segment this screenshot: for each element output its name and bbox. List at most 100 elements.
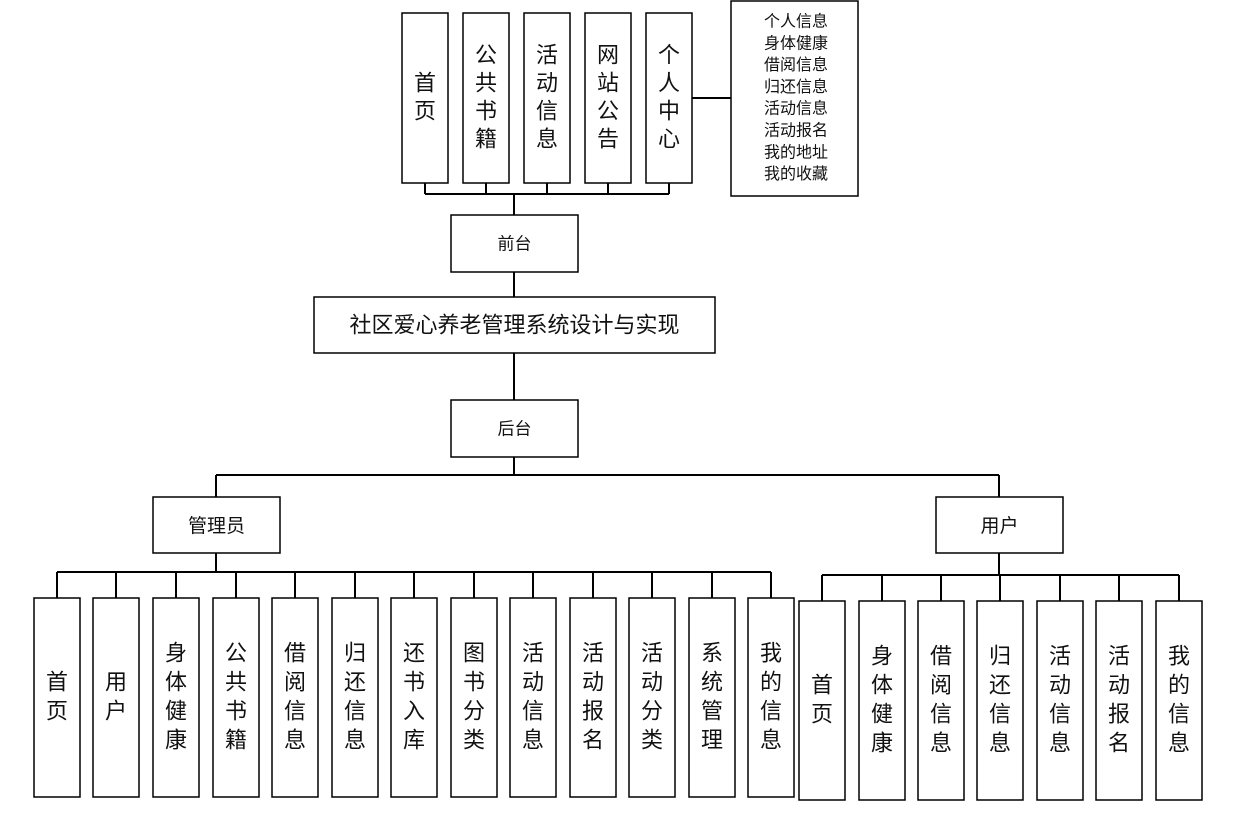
admin-node-label: 管理员 (188, 515, 245, 537)
admin-item-9-char: 动 (582, 671, 604, 696)
admin-item-9-char: 报 (582, 700, 604, 725)
user-item-4-char: 信 (1049, 703, 1071, 728)
admin-item-4-box (271, 597, 319, 798)
admin-item-12-char: 息 (760, 729, 782, 754)
admin-item-7-char: 分 (463, 700, 485, 725)
admin-item-8-char: 动 (522, 671, 544, 696)
admin-item-6-char: 书 (403, 671, 425, 696)
admin-item-8-box (509, 597, 557, 798)
frontend-item-4-char: 心 (658, 128, 680, 153)
frontend-item-4-box (645, 12, 693, 184)
admin-item-7-box (450, 597, 498, 798)
admin-item-3-char: 公 (225, 642, 247, 667)
admin-item-11-box (688, 597, 736, 798)
frontend-item-0-box (401, 12, 449, 184)
admin-item-2: 身体健康 (152, 597, 200, 798)
admin-item-7-char: 书 (463, 671, 485, 696)
frontend-item-0: 首页 (401, 12, 449, 184)
user-item-1: 身体健康 (858, 600, 906, 801)
user-item-6-char: 我 (1168, 645, 1190, 670)
admin-item-11-char: 理 (701, 729, 723, 754)
admin-item-10-char: 类 (641, 729, 663, 754)
user-item-5-char: 报 (1108, 703, 1130, 728)
frontend-item-1-box (462, 12, 510, 184)
admin-item-5-char: 信 (344, 700, 366, 725)
user-item-1-box (858, 600, 906, 801)
admin-item-2-box (152, 597, 200, 798)
user-item-0-char: 页 (811, 703, 833, 728)
user-item-3-char: 信 (989, 703, 1011, 728)
admin-item-7-char: 图 (463, 642, 485, 667)
admin-item-4: 借阅信息 (271, 597, 319, 798)
admin-item-6-char: 入 (403, 700, 425, 725)
admin-item-10-char: 动 (641, 671, 663, 696)
admin-item-6-char: 还 (403, 642, 425, 667)
user-item-5-box (1095, 600, 1143, 801)
admin-item-3-box (212, 597, 260, 798)
user-item-1-char: 身 (871, 645, 893, 670)
backend-node-label: 后台 (498, 420, 532, 440)
root-node-box (313, 296, 716, 354)
admin-item-7-char: 类 (463, 729, 485, 754)
personal-center-list-item: 归还信息 (764, 77, 828, 96)
user-item-0-char: 首 (811, 674, 833, 699)
personal-center-list-item: 我的收藏 (764, 164, 828, 183)
frontend-item-4-char: 人 (658, 72, 680, 97)
admin-item-2-char: 身 (165, 642, 187, 667)
frontend-item-3-char: 站 (597, 72, 619, 97)
admin-item-10-char: 分 (641, 700, 663, 725)
admin-item-0-char: 首 (46, 671, 68, 696)
user-item-4-char: 息 (1049, 732, 1071, 757)
user-item-3-box (976, 600, 1024, 801)
user-item-5: 活动报名 (1095, 600, 1143, 801)
user-item-3-char: 还 (989, 674, 1011, 699)
admin-item-11-char: 管 (701, 700, 723, 725)
admin-item-8-char: 信 (522, 700, 544, 725)
personal-center-list-box (730, 0, 859, 197)
user-item-2-char: 阅 (930, 674, 952, 699)
frontend-item-3-char: 告 (597, 128, 619, 153)
admin-item-1: 用户 (92, 597, 140, 798)
admin-item-9-box (569, 597, 617, 798)
user-item-4-char: 活 (1049, 645, 1071, 670)
admin-item-8-char: 活 (522, 642, 544, 667)
user-item-6-box (1155, 600, 1203, 801)
admin-item-4-char: 阅 (284, 671, 306, 696)
user-node-label: 用户 (980, 515, 1018, 537)
frontend-item-0-char: 页 (414, 100, 436, 125)
frontend-item-2-char: 动 (536, 72, 558, 97)
backend-node-box (450, 399, 579, 458)
frontend-item-4-char: 中 (658, 100, 680, 125)
user-item-5-char: 动 (1108, 674, 1130, 699)
admin-node: 管理员 (152, 496, 281, 554)
admin-item-5-char: 息 (344, 729, 366, 754)
admin-node-box (152, 496, 281, 554)
admin-item-9: 活动报名 (569, 597, 617, 798)
admin-item-3-char: 书 (225, 700, 247, 725)
user-node: 用户 (935, 496, 1064, 554)
admin-item-9-char: 名 (582, 729, 604, 754)
admin-item-8-char: 息 (522, 729, 544, 754)
user-item-1-char: 健 (871, 703, 893, 728)
personal-center-list-item: 活动报名 (764, 121, 828, 140)
root-node: 社区爱心养老管理系统设计与实现 (313, 296, 716, 354)
admin-item-12-char: 信 (760, 700, 782, 725)
frontend-node-label: 前台 (498, 235, 532, 255)
user-item-2-box (917, 600, 965, 801)
user-item-1-char: 体 (871, 674, 893, 699)
frontend-item-1-char: 籍 (475, 128, 497, 153)
frontend-node-box (450, 214, 579, 273)
admin-item-12-char: 我 (760, 642, 782, 667)
admin-item-0: 首页 (33, 597, 81, 798)
connector-lines (56, 97, 1180, 601)
user-item-3-char: 归 (989, 645, 1011, 670)
user-item-2: 借阅信息 (917, 600, 965, 801)
admin-item-0-char: 页 (46, 700, 68, 725)
